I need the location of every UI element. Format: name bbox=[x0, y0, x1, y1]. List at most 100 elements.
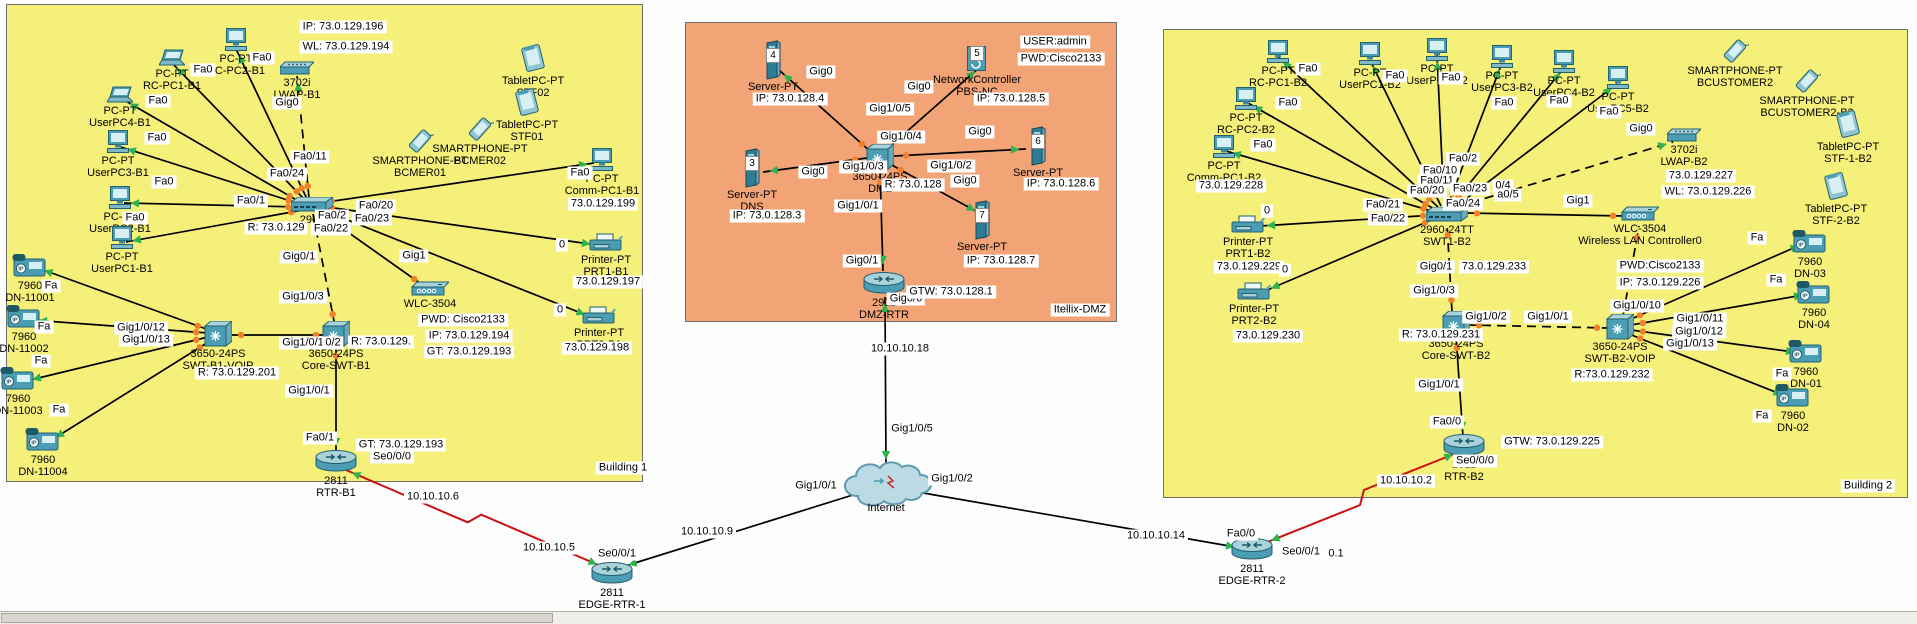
device-wlc-b1[interactable] bbox=[411, 281, 449, 297]
link-swt1-b1-userpc2-b1[interactable] bbox=[123, 202, 301, 208]
link-dmz-sw-srv-web[interactable] bbox=[893, 148, 1027, 157]
device-prt2-b2[interactable] bbox=[1236, 282, 1272, 302]
device-dn-04[interactable]: IP bbox=[1796, 280, 1832, 306]
link-edge-rtr-2-rtr-b2[interactable] bbox=[1264, 451, 1460, 544]
horizontal-scrollbar[interactable] bbox=[0, 611, 1917, 624]
device-internet[interactable] bbox=[836, 454, 936, 510]
device-rc-pc1-b2[interactable] bbox=[1265, 40, 1291, 64]
device-dmz-rtr[interactable] bbox=[862, 270, 906, 296]
device-swt1-b1[interactable] bbox=[291, 197, 333, 213]
link-swt-b2-voip-dn-02[interactable] bbox=[1628, 333, 1789, 398]
device-prt2-b1[interactable] bbox=[581, 306, 617, 326]
link-internet-dmz-rtr[interactable] bbox=[884, 296, 887, 467]
device-dn-01[interactable]: IP bbox=[1788, 339, 1824, 365]
device-dn-03[interactable]: IP bbox=[1792, 229, 1828, 255]
link-swt1-b2-rc-pc1-b2[interactable] bbox=[1277, 56, 1439, 208]
link-edge-rtr-1-internet[interactable] bbox=[621, 488, 873, 568]
device-userpc3-b1[interactable] bbox=[105, 130, 131, 154]
device-lwap-b1[interactable] bbox=[280, 60, 314, 76]
port-label: Se0/0/1 bbox=[1279, 545, 1323, 559]
link-status-dot bbox=[332, 352, 340, 360]
device-comm-pc1-b1[interactable] bbox=[589, 148, 615, 172]
link-swt-b1-voip-dn-11001[interactable] bbox=[37, 267, 210, 331]
port-label: Se0/0/0 bbox=[370, 450, 414, 464]
device-userpc3-b2[interactable] bbox=[1489, 45, 1515, 69]
link-swt1-b2-prt1-b2[interactable] bbox=[1259, 214, 1436, 227]
device-userpc5-b2[interactable] bbox=[1605, 66, 1631, 90]
link-swt1-b2-prt2-b2[interactable] bbox=[1264, 217, 1437, 292]
device-edge-rtr-2[interactable] bbox=[1230, 536, 1274, 562]
link-dmz-sw-srv-4[interactable] bbox=[778, 69, 872, 153]
link-status-dot bbox=[1453, 344, 1461, 352]
device-stf-2-b2[interactable] bbox=[1820, 170, 1852, 202]
link-status-arrow bbox=[294, 82, 303, 92]
link-status-dot bbox=[193, 336, 200, 344]
device-userpc1-b1[interactable] bbox=[109, 226, 135, 250]
device-bcustomer2[interactable] bbox=[1721, 36, 1749, 64]
device-lwap-b2[interactable] bbox=[1667, 127, 1701, 143]
device-prt1-b2[interactable] bbox=[1230, 215, 1266, 235]
link-dmz-rtr-dmz-sw[interactable] bbox=[879, 169, 884, 272]
link-swt1-b1-userpc4-b1[interactable] bbox=[123, 99, 301, 203]
device-stf02[interactable] bbox=[517, 42, 549, 74]
bcmer01-icon bbox=[408, 129, 434, 153]
link-swt1-b2-wlc-b2[interactable] bbox=[1464, 212, 1626, 217]
note-label: WL: 73.0.129.226 bbox=[1661, 185, 1755, 199]
link-dmz-sw-srv-dns[interactable] bbox=[762, 157, 868, 173]
link-swt1-b2-userpc3-b2[interactable] bbox=[1447, 62, 1503, 206]
device-stf-1-b2[interactable] bbox=[1832, 108, 1864, 140]
link-internet-edge-rtr-2[interactable] bbox=[899, 488, 1242, 549]
link-swt1-b2-lwap-b2[interactable] bbox=[1455, 141, 1674, 208]
device-rc-pc2-b1[interactable] bbox=[223, 28, 249, 52]
device-dn-02[interactable]: IP bbox=[1775, 383, 1811, 409]
device-edge-rtr-1[interactable] bbox=[590, 560, 634, 586]
device-wlc-b2[interactable] bbox=[1621, 206, 1659, 222]
device-dn-11002[interactable]: IP bbox=[6, 304, 42, 330]
device-swt-b1-voip[interactable] bbox=[204, 321, 232, 347]
link-swt1-b1-userpc3-b1[interactable] bbox=[120, 146, 301, 205]
link-status-dot bbox=[1609, 212, 1617, 219]
port-label: Fa0/11 bbox=[290, 150, 330, 164]
link-status-dot bbox=[1444, 231, 1451, 239]
link-status-dot bbox=[1475, 322, 1483, 329]
device-rc-pc2-b2[interactable] bbox=[1233, 87, 1259, 111]
device-rc-pc1-b1[interactable] bbox=[159, 49, 185, 67]
link-swt1-b1-userpc1-b1[interactable] bbox=[125, 209, 304, 243]
device-dn-11003[interactable]: IP bbox=[0, 366, 36, 392]
link-status-arrow bbox=[129, 103, 140, 112]
device-stf01[interactable] bbox=[511, 86, 543, 118]
device-comm-pc1-b2[interactable] bbox=[1211, 135, 1237, 159]
scrollbar-thumb[interactable] bbox=[1, 613, 553, 623]
port-label: Fa0 bbox=[1546, 94, 1572, 108]
link-swt1-b2-rc-pc2-b2[interactable] bbox=[1247, 102, 1437, 211]
port-label: Fa bbox=[34, 320, 54, 334]
device-userpc4-b2[interactable] bbox=[1551, 50, 1577, 74]
device-userpc4-b1[interactable] bbox=[107, 86, 133, 104]
device-dn-11004[interactable]: IP bbox=[25, 427, 61, 453]
device-userpc2-b2[interactable] bbox=[1424, 38, 1450, 62]
device-dn-11001[interactable]: IP bbox=[12, 253, 48, 279]
note-label: PWD:Cisco2133 bbox=[1616, 259, 1704, 273]
svg-text:IP: IP bbox=[1802, 294, 1808, 300]
device-swt-b2-voip[interactable] bbox=[1606, 314, 1634, 340]
device-bcustomer2-b2[interactable] bbox=[1793, 66, 1821, 94]
link-swt-b2-voip-dn-04[interactable] bbox=[1630, 293, 1810, 326]
link-status-arrow bbox=[1657, 142, 1667, 151]
link-swt-b1-voip-dn-11004[interactable] bbox=[49, 340, 211, 442]
link-swt1-b1-comm-pc1-b1[interactable] bbox=[319, 162, 595, 204]
device-userpc1-b2[interactable] bbox=[1357, 42, 1383, 66]
device-prt1-b1[interactable] bbox=[588, 233, 624, 253]
link-status-dot bbox=[1593, 324, 1601, 331]
device-bcmer01[interactable] bbox=[406, 126, 434, 154]
swt-b1-voip-icon bbox=[204, 321, 232, 347]
device-bcmer02[interactable] bbox=[466, 114, 494, 142]
link-core-swt-b2-swt-b2-voip[interactable] bbox=[1466, 324, 1610, 329]
link-swt-b1-voip-dn-11003[interactable] bbox=[25, 336, 209, 382]
userpc4-b1-icon bbox=[107, 86, 133, 103]
lwap-b2-icon bbox=[1667, 128, 1701, 142]
device-rtr-b1[interactable] bbox=[314, 448, 358, 474]
device-userpc2-b1[interactable] bbox=[107, 186, 133, 210]
link-swt1-b1-prt2-b1[interactable] bbox=[319, 208, 592, 318]
port-label: Gig1/0/10 bbox=[1610, 299, 1664, 313]
